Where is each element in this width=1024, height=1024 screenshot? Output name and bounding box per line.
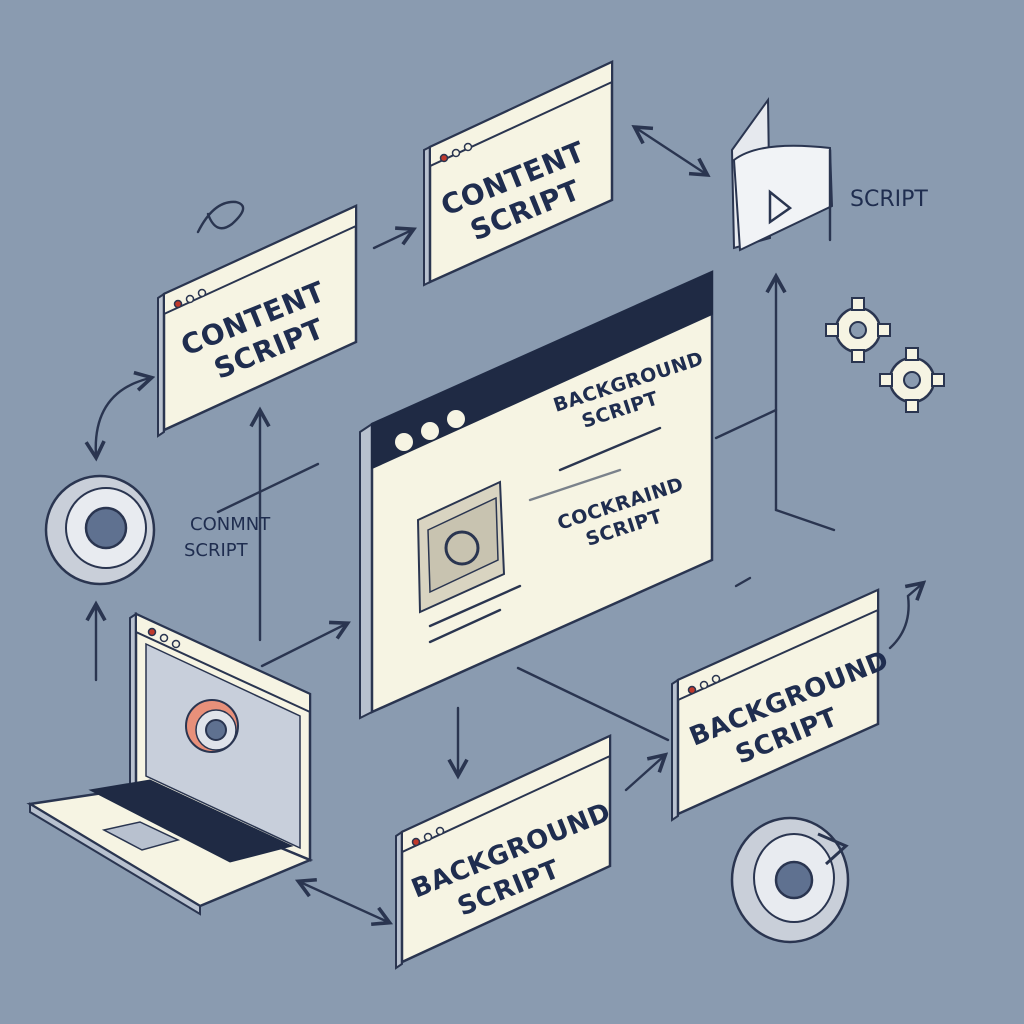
gear-icon (825, 297, 891, 363)
chrome-icon (44, 474, 156, 586)
window-dot-1 (395, 433, 413, 451)
refresh-icon (730, 816, 850, 944)
content-script-card-top: CONTENT SCRIPT (423, 60, 614, 287)
inner-document-icon (416, 480, 522, 644)
content-script-small-line2: SCRIPT (184, 540, 249, 561)
laptop-icon (26, 612, 314, 916)
window-dot-3 (447, 410, 465, 428)
background-script-card-bottom: BACKGROUND SCRIPT (395, 734, 615, 970)
content-script-card-left: CONTENT SCRIPT (157, 204, 358, 438)
content-script-small-line1: CONMNT (190, 514, 271, 535)
flow-arrows (96, 128, 922, 922)
play-document-icon (730, 96, 834, 252)
swirl-mark (196, 200, 245, 234)
content-script-small-label: CONMNT SCRIPT (184, 412, 320, 642)
laptop-chrome-icon (185, 699, 239, 753)
script-label-right: SCRIPT (850, 187, 928, 212)
gear-icon (879, 347, 945, 413)
main-browser-window: BACKGROUND SCRIPT COCKRAIND SCRIPT (359, 270, 714, 720)
window-dot-2 (421, 422, 439, 440)
background-script-card-right: BACKGROUND SCRIPT (671, 588, 893, 822)
